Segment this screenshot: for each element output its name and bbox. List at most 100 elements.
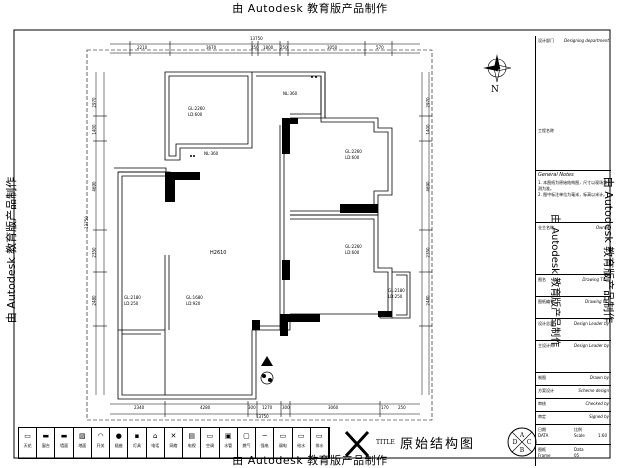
note-line: 2. 图中标注单位为毫米，标高以米计。 (538, 192, 608, 197)
scheme-value: Scheme design (578, 388, 609, 393)
dim-bottom-3: 300 (248, 405, 256, 410)
room-label: GL:2260 (345, 149, 362, 154)
legend-symbol-icon: ▪ (134, 432, 140, 440)
notes-title: General Notes (538, 172, 574, 178)
symbol-legend: ▭天花▬窗台▬墙面▨地面◠开关●插座▪灯具⌂电话✕网络▤电视▭空调▣水管▢燃气─… (18, 427, 330, 459)
dim-right-3: 4690 (425, 181, 431, 192)
dim-top-1: 2210 (137, 45, 148, 50)
legend-label: 水管 (224, 443, 233, 448)
legend-symbol-icon: ▤ (188, 432, 196, 440)
owner-value: Owner (595, 225, 609, 230)
legend-label: 排水 (315, 443, 324, 448)
legend-symbol-icon: ◠ (97, 432, 104, 440)
watermark-top: 由 Autodesk 教育版产品制作 (232, 2, 388, 15)
room-label: LD:600 (188, 112, 203, 117)
drawing-title: 原始结构图 (400, 437, 476, 452)
legend-label: 开关 (96, 443, 105, 448)
dim-bottom-8: 250 (398, 405, 406, 410)
legend-label: 地面 (78, 443, 87, 448)
living-room-label: H2610 (210, 250, 227, 256)
legend-label: 给水 (297, 443, 306, 448)
room-label: GL:2260 (188, 106, 205, 111)
legend-symbol-icon: ⌂ (153, 432, 158, 440)
legend-symbol-icon: ▭ (316, 432, 323, 440)
dim-left-total: 13750 (83, 216, 89, 229)
legend-item: ▭ 排水 (311, 428, 329, 458)
note-line: 1. 本图纸为原始结构图，尺寸以现场实测为准。 (538, 180, 608, 191)
legend-symbol-icon: ▭ (297, 432, 305, 440)
dim-left-5: 2480 (91, 295, 97, 306)
dim-bottom-1: 2340 (134, 405, 145, 410)
legend-item: ◠ 开关 (92, 428, 111, 458)
dim-bottom-total: 13750 (256, 414, 269, 419)
legend-label: 电视 (187, 443, 196, 448)
drawing-title-en: TITLE (376, 439, 395, 446)
dim-bottom-6: 3060 (328, 405, 339, 410)
scale-en: Scale (574, 433, 585, 438)
legend-label: 电话 (151, 443, 160, 448)
legend-label: 燃气 (242, 443, 251, 448)
legend-symbol-icon: ✕ (170, 432, 177, 440)
legend-symbol-icon: ▨ (79, 432, 86, 440)
dim-top-7: 570 (376, 45, 384, 50)
room-label: LD:600 (345, 250, 360, 255)
drawing-title-value: Drawing Title (582, 277, 609, 282)
designer-value: Design Leader by (573, 343, 609, 348)
dim-right-2: 1400 (425, 124, 431, 135)
dim-top-3: 250 (251, 45, 259, 50)
scheme-label: 方案设计 (538, 388, 554, 393)
dim-left-1: 2970 (91, 97, 97, 108)
legend-symbol-icon: ● (115, 432, 122, 440)
legend-item: ▭ 给水 (293, 428, 311, 458)
project-label: 工程名称 (538, 128, 554, 133)
dim-bottom-5: 300 (282, 405, 290, 410)
dim-left-4: 2350 (91, 247, 97, 258)
legend-symbol-icon: ▬ (60, 432, 68, 440)
legend-label: 窗台 (41, 443, 50, 448)
dim-left-3: 4690 (91, 181, 97, 192)
dim-top-4: 1800 (263, 45, 274, 50)
legend-symbol-icon: ▭ (206, 432, 214, 440)
dim-right-1: 2970 (425, 97, 431, 108)
design-leader-value: Design Leader by (573, 321, 609, 326)
abcd-logo-icon: A D C B (507, 427, 537, 457)
room-label: GL:2180 (124, 295, 141, 300)
compass-icon (483, 54, 512, 83)
legend-item: ▭弱电 (274, 428, 293, 458)
svg-text:C: C (527, 439, 532, 446)
legend-label: 插座 (114, 443, 123, 448)
room-label: LD:920 (186, 301, 201, 306)
legend-item: ▭天花 (19, 428, 38, 458)
room-label: LD:250 (124, 301, 139, 306)
room-label: LD:600 (345, 155, 360, 160)
signed-label: 审定 (538, 414, 546, 419)
legend-symbol-icon: ─ (262, 432, 267, 440)
room-label: LD:250 (388, 294, 403, 299)
title-block: 设计部门 Designing department 工程名称 General N… (535, 36, 611, 466)
date-label: 日期 (538, 427, 546, 432)
checked-label: 审核 (538, 401, 546, 406)
legend-item: ▢ 燃气 (238, 428, 257, 458)
legend-symbol-icon: ▣ (224, 432, 232, 440)
design-leader-label: 设计总监 (538, 321, 554, 326)
legend-label: 墙面 (60, 443, 69, 448)
legend-item: ▣ 水管 (220, 428, 238, 458)
legend-item: ✕网络 (165, 428, 184, 458)
dim-top-6: 3050 (327, 45, 338, 50)
frame-en: Frame (538, 453, 551, 458)
room-label: GL:2180 (388, 288, 405, 293)
svg-text:D: D (513, 439, 518, 446)
dim-bottom-2: 4280 (200, 405, 211, 410)
drawing-title-label: 图名 (538, 277, 546, 282)
svg-text:A: A (519, 432, 525, 439)
legend-item: ▪灯具 (128, 428, 147, 458)
watermark-bottom: 由 Autodesk 教育版产品制作 (232, 454, 388, 467)
page-label: Data (574, 447, 584, 452)
drawing-no-value: Drawing NO (584, 299, 609, 304)
legend-label: 天花 (23, 443, 32, 448)
scale-label: 比例 (574, 427, 582, 432)
scale-value: 1:60 (598, 433, 607, 438)
legend-symbol-icon: ▢ (243, 432, 250, 440)
dim-right-5: 2480 (425, 295, 431, 306)
